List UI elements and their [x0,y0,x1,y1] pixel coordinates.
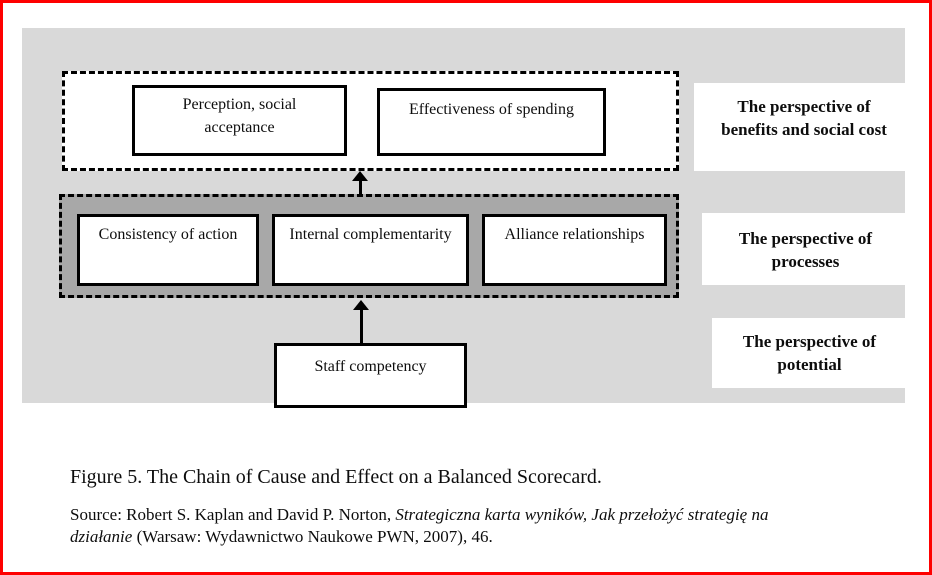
diagram-panel: Perception, social acceptance Effectiven… [22,28,914,408]
perspective-label-processes: The perspective of processes [702,213,909,285]
perspective-label-benefits-and-social-cost: The perspective of benefits and social c… [694,83,914,171]
arrow-shaft [358,181,362,197]
perspective-label-line: benefits and social cost [721,120,887,139]
node-consistency-of-action: Consistency of action [77,214,259,286]
arrow-head [352,171,368,181]
perspective-label-line: The perspective of [737,97,871,116]
source-text-regular: (Warsaw: Wydawnictwo Naukowe PWN, 2007),… [132,527,493,546]
source-text-regular: Source: Robert S. Kaplan and David P. No… [70,505,396,524]
source-line-1: Source: Robert S. Kaplan and David P. No… [70,504,920,526]
node-effectiveness-of-spending: Effectiveness of spending [377,88,606,156]
arrow-head [353,300,369,310]
node-alliance-relationships: Alliance relationships [482,214,667,286]
node-label: Alliance relationships [504,226,645,243]
node-label: Internal complementarity [289,226,452,243]
node-perception-social-acceptance: Perception, social acceptance [132,85,347,156]
node-label: Staff competency [314,358,427,375]
perspective-label-line: potential [777,355,842,374]
figure-caption: Figure 5. The Chain of Cause and Effect … [70,466,602,488]
arrow-up-processes-to-benefits [352,171,368,197]
node-internal-complementarity: Internal complementarity [272,214,469,286]
perspective-label-line: The perspective of [742,332,877,351]
node-label: Perception, social acceptance [182,96,297,136]
node-label: Effectiveness of spending [409,101,574,118]
node-staff-competency: Staff competency [274,343,467,408]
source-text-italic: Strategiczna karta wyników, Jak przełoży… [395,505,769,524]
perspective-label-line: processes [771,252,840,271]
source-line-2: działanie (Warsaw: Wydawnictwo Naukowe P… [70,526,920,548]
perspective-label-line: The perspective of [738,229,873,248]
perspective-label-potential: The perspective of potential [712,318,907,388]
source-text-italic: działanie [70,527,133,546]
arrow-shaft [359,310,363,343]
arrow-up-potential-to-processes [353,300,369,343]
source-citation: Source: Robert S. Kaplan and David P. No… [70,504,920,548]
node-label: Consistency of action [98,226,238,243]
